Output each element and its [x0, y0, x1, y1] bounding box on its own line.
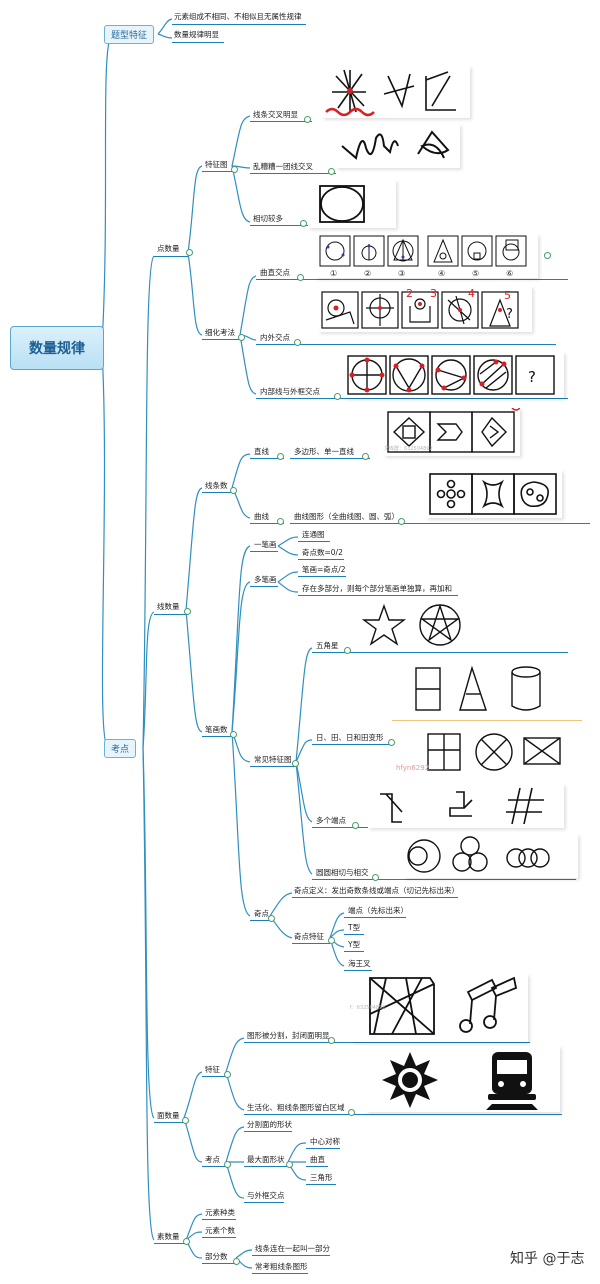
leaf-odd-feature[interactable]: 奇点特征 — [294, 932, 324, 941]
node-area-feature[interactable]: 特征 — [205, 1065, 220, 1074]
leaf-odd-point[interactable]: 奇点 — [254, 909, 269, 918]
leaf-star[interactable]: 五角星 — [316, 641, 339, 650]
credit-watermark: 知乎 @于志 — [510, 1251, 585, 1267]
leaf-triangle[interactable]: 三角形 — [310, 1173, 333, 1182]
leaf-y-type[interactable]: Y型 — [348, 940, 361, 949]
node-question-feature[interactable]: 题型特征 — [104, 25, 155, 44]
leaf-circles[interactable]: 圆圆相切与相交 — [316, 868, 369, 877]
curve-panels — [426, 470, 562, 518]
leaf-odd-definition[interactable]: 奇点定义：发出奇数条线或端点（切记先标出来） — [294, 886, 459, 895]
inner-line-frame-panels: ? — [344, 352, 564, 398]
endpoint-figures — [368, 784, 564, 828]
leaf-messy-cross[interactable]: 乱糟糟一团线交叉 — [253, 162, 313, 171]
watermark-1: 文库群：632504892 — [384, 446, 433, 452]
area-split-figures — [352, 974, 528, 1042]
leaf-t-type[interactable]: T型 — [348, 923, 361, 932]
messy-cross-figure — [336, 124, 460, 168]
leaf-max-shape[interactable]: 最大面形状 — [247, 1155, 285, 1164]
leaf-inner-line-frame[interactable]: 内部线与外框交点 — [260, 387, 320, 396]
question-mark-2: ? — [528, 368, 536, 386]
leaf-endpoint[interactable]: 端点（先标出来） — [348, 906, 408, 915]
node-element-count[interactable]: 素数量 — [157, 1232, 180, 1241]
leaf-straight[interactable]: 直线 — [254, 447, 269, 456]
leaf-curve-detail[interactable]: 曲线图形（全曲线图、圆、弧） — [294, 512, 399, 521]
circle-figures — [404, 834, 578, 878]
leaf-element-kinds[interactable]: 元素种类 — [205, 1208, 235, 1217]
straight-line-panels — [384, 408, 520, 456]
watermark-3: f：632504892 — [350, 1005, 386, 1011]
node-refined-test[interactable]: 细化考法 — [205, 328, 235, 337]
leaf-multi-parts[interactable]: 存在多部分，则每个部分笔画单独算，再加和 — [302, 584, 452, 593]
leaf-curve-straight-intersect[interactable]: 曲直交点 — [260, 268, 290, 277]
leaf-curve-straight[interactable]: 曲直 — [310, 1155, 325, 1164]
node-stroke-count[interactable]: 笔画数 — [205, 725, 228, 734]
panel-label-6: ⑥ — [506, 269, 513, 278]
panel-label-5: ⑤ — [472, 269, 479, 278]
node-area-test[interactable]: 考点 — [205, 1155, 220, 1164]
intersecting-lines-figure — [322, 66, 470, 118]
panel-label-3: ③ — [398, 269, 405, 278]
curve-straight-panels: ① ② ③ ④ ⑤ ⑥ — [316, 234, 538, 278]
handwritten-2: 2 — [406, 287, 413, 300]
leaf-part-count[interactable]: 部分数 — [205, 1252, 228, 1261]
leaf-lines-cross[interactable]: 线条交叉明显 — [253, 110, 298, 119]
node-feature-graph[interactable]: 特征图 — [205, 160, 228, 169]
leaf-frame-intersect[interactable]: 与外框交点 — [247, 1191, 285, 1200]
leaf-stroke-formula[interactable]: 笔画=奇点/2 — [302, 565, 346, 574]
handwritten-4: 4 — [468, 287, 475, 300]
leaf-one-stroke[interactable]: 一笔画 — [254, 540, 277, 549]
node-area-count[interactable]: 面数量 — [157, 1111, 180, 1120]
leaf-connected-part[interactable]: 线条连在一起叫一部分 — [255, 1244, 330, 1253]
node-exam-points[interactable]: 考点 — [104, 739, 137, 758]
panel-label-4: ④ — [438, 269, 445, 278]
question-mark-1: ? — [506, 307, 513, 322]
tian-shape-figures — [412, 726, 568, 778]
leaf-split-shape[interactable]: 分割面的形状 — [247, 1120, 292, 1129]
leaf-multi-stroke[interactable]: 多笔画 — [254, 575, 277, 584]
watermark-2: hfyn6292 — [396, 764, 430, 772]
leaf-odd-count[interactable]: 奇点数=0/2 — [302, 548, 343, 557]
inner-outer-panels: 2 3 4 5 ? — [318, 286, 532, 332]
leaf-ri-tian[interactable]: 日、田、日和田变形 — [316, 733, 384, 742]
root-node[interactable]: 数量规律 — [10, 326, 104, 370]
ri-shape-figures — [402, 660, 554, 718]
handwritten-3: 3 — [430, 287, 437, 300]
leaf-many-tangent[interactable]: 相切较多 — [253, 214, 283, 223]
feature-item-1[interactable]: 元素组成不相同、不相似且无属性规律 — [174, 12, 302, 21]
leaf-connected-graph[interactable]: 连通图 — [302, 530, 325, 539]
leaf-common-graphs[interactable]: 常见特征图 — [254, 755, 292, 764]
life-figures — [366, 1046, 560, 1112]
leaf-thick-line[interactable]: 常考粗线条图形 — [255, 1262, 308, 1271]
node-point-count[interactable]: 点数量 — [157, 244, 180, 253]
star-figures — [362, 600, 472, 652]
feature-item-2[interactable]: 数量规律明显 — [174, 30, 219, 39]
leaf-inner-outer-intersect[interactable]: 内外交点 — [260, 333, 290, 342]
node-line-count[interactable]: 线数量 — [157, 602, 180, 611]
tangent-figure — [308, 180, 396, 228]
leaf-many-endpoints[interactable]: 多个端点 — [316, 816, 346, 825]
panel-label-2: ② — [364, 269, 371, 278]
leaf-element-number[interactable]: 元素个数 — [205, 1226, 235, 1235]
leaf-center-symmetry[interactable]: 中心对称 — [310, 1137, 340, 1146]
leaf-area-life[interactable]: 生活化、粗线条图形留白区域 — [247, 1103, 345, 1112]
leaf-straight-detail[interactable]: 多边形、单一直线 — [294, 447, 354, 456]
leaf-area-split[interactable]: 图形被分割，封闭面明显 — [247, 1031, 330, 1040]
handwritten-5: 5 — [504, 289, 511, 302]
leaf-trident[interactable]: 海王叉 — [348, 959, 371, 968]
node-line-number[interactable]: 线条数 — [205, 481, 228, 490]
panel-label-1: ① — [330, 269, 337, 278]
leaf-curve[interactable]: 曲线 — [254, 512, 269, 521]
